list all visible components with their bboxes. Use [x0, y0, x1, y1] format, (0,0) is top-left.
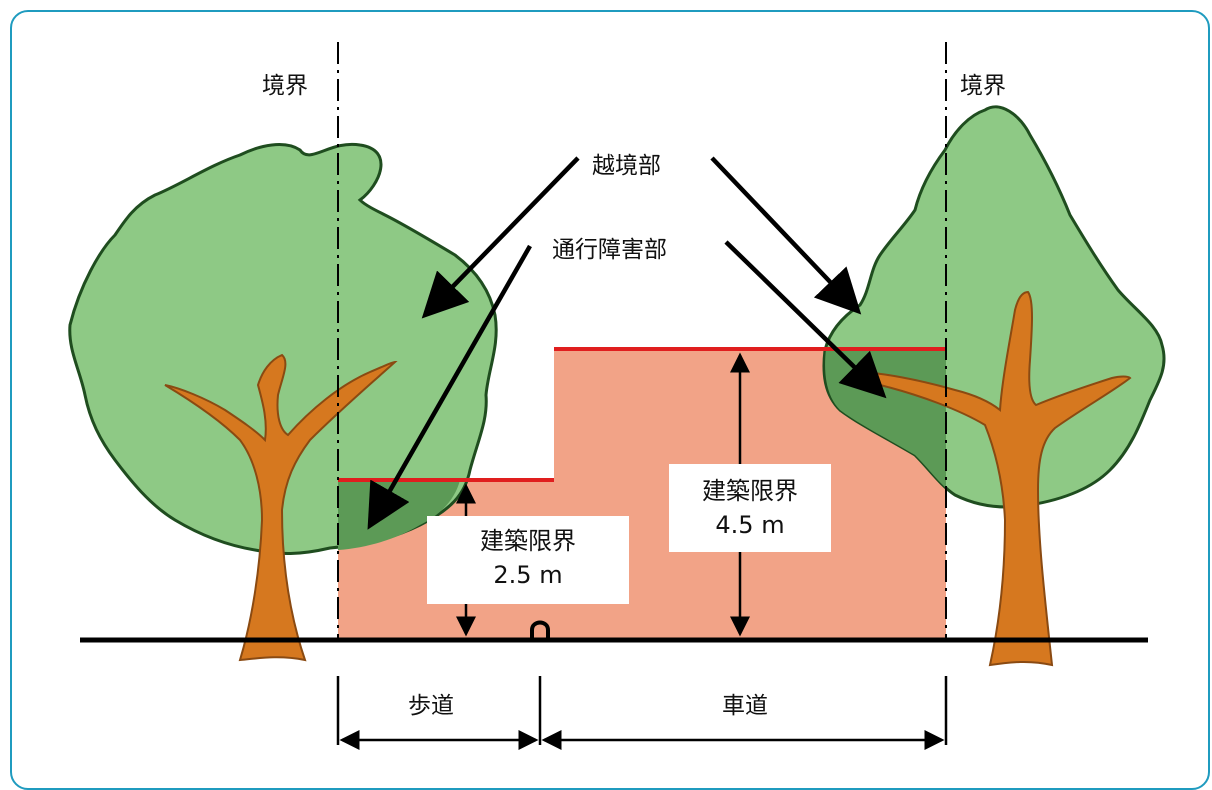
roadway-clearance-height: 4.5 m: [715, 511, 785, 539]
arrow-encroach-right: [710, 156, 862, 315]
right-tree-trunk: [852, 290, 1132, 667]
roadway-clearance-box: 建築限界 4.5 m: [669, 464, 831, 552]
arrow-encroach-left: [421, 156, 580, 319]
sidewalk-clearance-title: 建築限界: [480, 527, 576, 555]
left-tree-canopy: [68, 142, 498, 556]
arrow-obstruct-left: [367, 244, 532, 530]
roadway-label: 車道: [722, 693, 768, 719]
boundary-label-right: 境界: [960, 73, 1006, 99]
curb: [530, 620, 550, 640]
obstruction-part-label: 通行障害部: [552, 237, 667, 263]
sidewalk-clearance-height: 2.5 m: [493, 561, 563, 589]
sidewalk-clearance-box: 建築限界 2.5 m: [427, 516, 629, 604]
encroaching-part-label: 越境部: [592, 153, 661, 179]
left-tree-trunk: [164, 353, 398, 662]
sidewalk-label: 歩道: [408, 693, 454, 719]
arrow-obstruct-right: [724, 240, 887, 399]
roadway-clearance-title: 建築限界: [702, 477, 798, 505]
boundary-label-left: 境界: [262, 73, 308, 99]
